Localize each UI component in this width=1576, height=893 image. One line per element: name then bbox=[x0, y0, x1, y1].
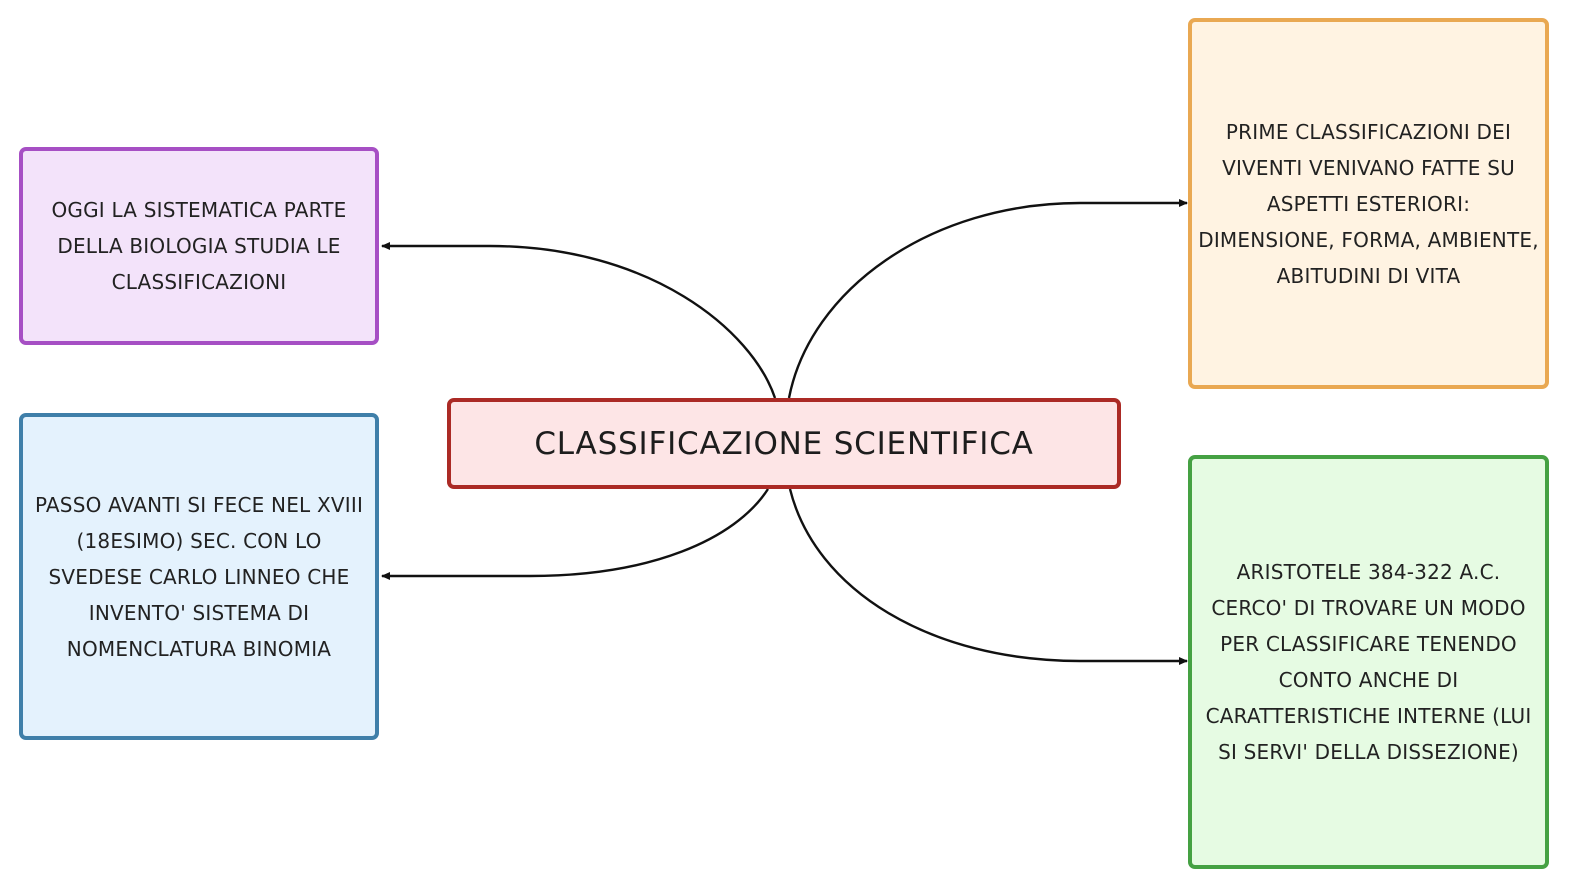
branch-prime[interactable]: PRIME CLASSIFICAZIONI DEI VIVENTI VENIVA… bbox=[1188, 18, 1549, 389]
branch-passo-label: PASSO AVANTI SI FECE NEL XVIII (18ESIMO)… bbox=[34, 492, 364, 661]
branch-oggi[interactable]: OGGI LA SISTEMATICA PARTE DELLA BIOLOGIA… bbox=[19, 147, 379, 345]
branch-passo[interactable]: PASSO AVANTI SI FECE NEL XVIII (18ESIMO)… bbox=[19, 413, 379, 740]
branch-aristotele[interactable]: ARISTOTELE 384-322 A.C. CERCO' DI TROVAR… bbox=[1188, 455, 1549, 869]
connector-to-aristotele bbox=[788, 488, 1188, 665]
central-topic[interactable]: CLASSIFICAZIONE SCIENTIFICA bbox=[447, 398, 1121, 489]
connector-to-oggi bbox=[381, 242, 777, 399]
connector-to-prime bbox=[787, 199, 1188, 399]
connector-to-passo bbox=[381, 488, 770, 580]
branch-prime-label: PRIME CLASSIFICAZIONI DEI VIVENTI VENIVA… bbox=[1198, 119, 1539, 288]
central-topic-label: CLASSIFICAZIONE SCIENTIFICA bbox=[534, 425, 1034, 462]
branch-aristotele-label: ARISTOTELE 384-322 A.C. CERCO' DI TROVAR… bbox=[1205, 560, 1532, 764]
branch-oggi-label: OGGI LA SISTEMATICA PARTE DELLA BIOLOGIA… bbox=[51, 198, 347, 294]
